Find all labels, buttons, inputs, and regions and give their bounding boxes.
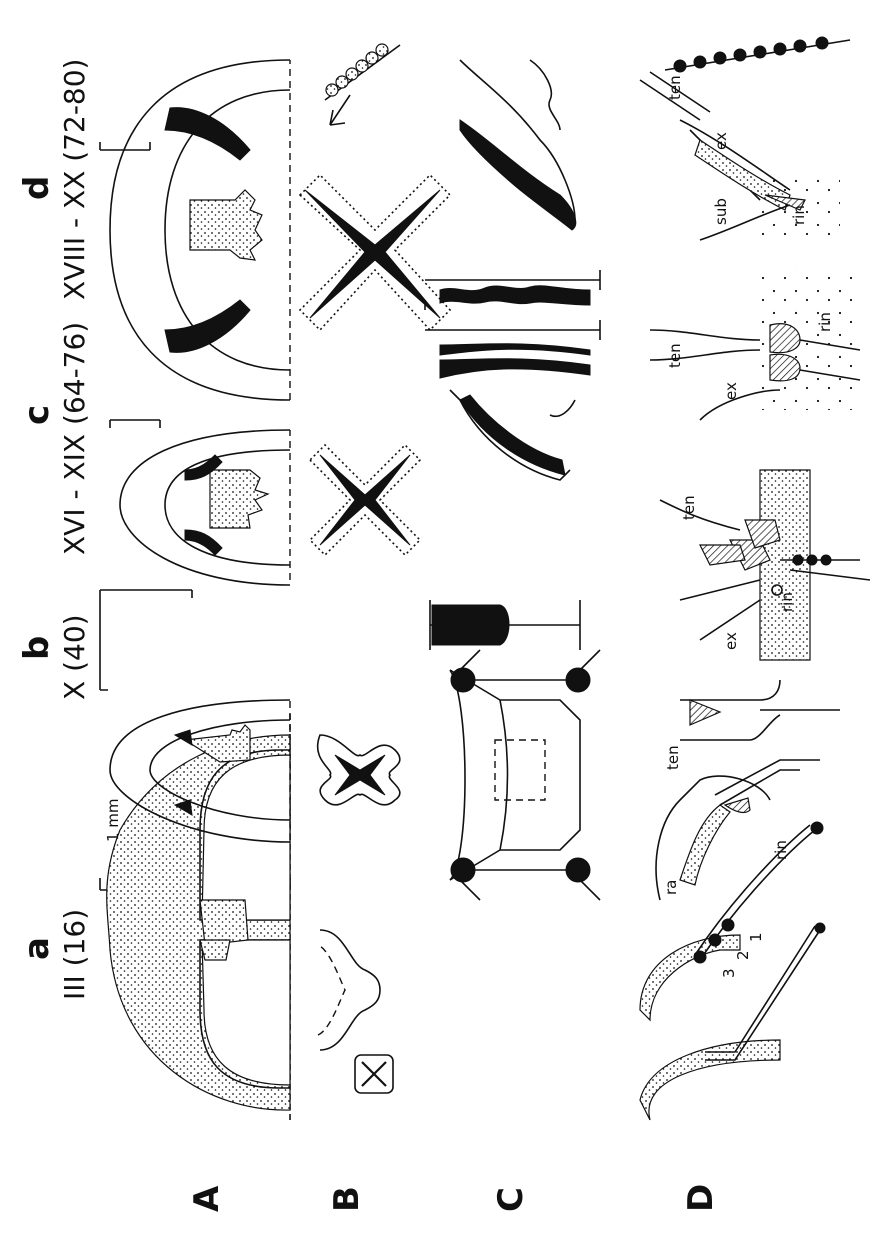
col-stage-d: XVIII - XX (72-80) xyxy=(58,59,91,301)
label-ra: ra xyxy=(662,880,680,895)
margin-c: ten ex rin xyxy=(660,470,870,660)
label-ex-c: ex xyxy=(722,632,740,650)
col-letter-b: b xyxy=(17,636,57,660)
row-label-b: B xyxy=(327,1186,367,1212)
node-label-1: 1 xyxy=(747,932,765,942)
cross-icon-a xyxy=(355,1055,393,1093)
label-ten-d1: ten xyxy=(666,343,684,368)
label-sub-d2: sub xyxy=(712,198,730,225)
label-ten-d2: ten xyxy=(666,75,684,100)
square-b xyxy=(450,650,600,900)
nematocyst-row xyxy=(325,44,400,100)
row-label-a: A xyxy=(187,1185,227,1212)
scale-bar-c xyxy=(110,420,160,428)
col-letter-c: c xyxy=(17,405,57,425)
margin-d2: ex sub rin ten xyxy=(640,37,850,245)
label-ex-d2: ex xyxy=(712,132,730,150)
tentacle-a1 xyxy=(640,923,825,1120)
lip-profile-a xyxy=(318,930,380,1050)
col-letter-d: d xyxy=(17,176,57,200)
section-a-III xyxy=(107,710,290,1120)
cross-b xyxy=(318,735,400,805)
label-rin-b: rin xyxy=(772,840,790,860)
node-label-2: 2 xyxy=(734,950,752,960)
margin-d1: ten ex rin xyxy=(650,270,860,420)
stomach-d xyxy=(425,60,600,378)
col-stage-b: X (40) xyxy=(58,614,91,700)
section-c-XVI xyxy=(120,430,290,585)
row-label-c: C xyxy=(491,1187,531,1212)
node-label-3: 3 xyxy=(720,968,738,978)
tentacle-a2: 3 2 1 xyxy=(640,822,823,1020)
margin-b: ra rin ten xyxy=(656,680,840,900)
col-stage-a: III (16) xyxy=(58,909,91,1000)
label-rin-c: rin xyxy=(778,592,796,612)
label-ten-c: ten xyxy=(680,495,698,520)
cross-c xyxy=(310,445,420,555)
label-rin-d1: rin xyxy=(816,312,834,332)
section-d-XVIII xyxy=(110,60,290,400)
scale-bar-b xyxy=(100,590,192,690)
col-stage-c: XVI - XIX (64-76) xyxy=(58,322,91,555)
label-ten-b: ten xyxy=(664,745,682,770)
label-ex-d1: ex xyxy=(722,382,740,400)
label-rin-d2: rin xyxy=(790,205,808,225)
row-label-d: D xyxy=(681,1184,721,1212)
cross-d xyxy=(300,44,450,330)
stomach-c xyxy=(430,390,580,650)
col-letter-a: a xyxy=(17,937,57,960)
